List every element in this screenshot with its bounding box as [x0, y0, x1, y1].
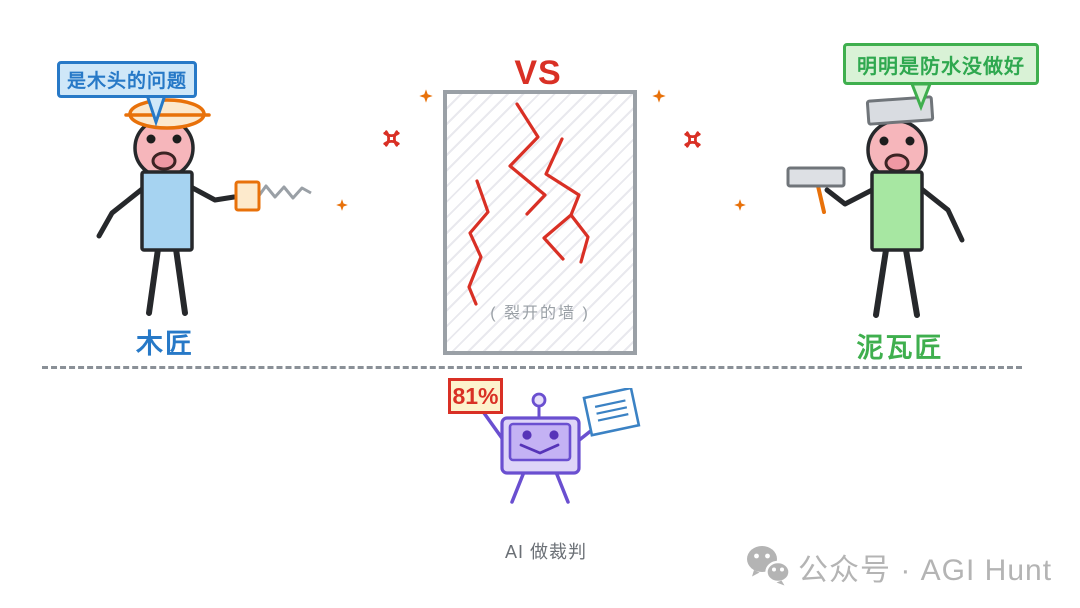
vs-label: VS — [514, 54, 562, 92]
wechat-logo-icon — [747, 546, 791, 586]
saw-handle-icon — [234, 180, 261, 212]
anger-icon — [684, 131, 701, 148]
carpenter-eye — [172, 134, 182, 144]
mason-eye — [879, 136, 889, 146]
anger-icon — [383, 130, 400, 147]
mason-right-arm — [916, 184, 965, 243]
sparkle-icon — [419, 89, 433, 103]
speech-tail — [145, 95, 167, 127]
carpenter-left-arm — [96, 183, 149, 239]
mason-mouth — [884, 153, 910, 173]
robot-antenna-tip — [531, 392, 547, 408]
carpenter-leg — [146, 246, 161, 316]
saw-blade-icon — [256, 184, 312, 200]
robot-mouth — [519, 443, 560, 455]
mason-leg — [903, 247, 920, 318]
carpenter-body — [140, 170, 194, 252]
sparkle-icon — [336, 199, 348, 211]
mason-left-arm — [824, 185, 879, 207]
trowel-handle — [816, 184, 826, 214]
wall-cracks — [467, 102, 590, 306]
carpenter-eye — [146, 134, 156, 144]
sparkle-icon — [734, 199, 746, 211]
dashed-divider — [42, 366, 1022, 369]
brick-cap-icon — [865, 95, 935, 126]
judge-caption: AI 做裁判 — [504, 542, 587, 562]
robot-leg — [554, 470, 570, 504]
mason-figure — [786, 83, 965, 318]
robot-leg — [510, 470, 526, 504]
score-sign: 81% — [448, 378, 503, 414]
crack-line — [467, 179, 490, 306]
robot-eye — [522, 430, 532, 440]
robot-judge-icon — [482, 388, 641, 504]
carpenter-speech-bubble: 是木头的问题 — [57, 61, 197, 98]
wall-caption: ( 裂开的墙 ) — [490, 305, 590, 322]
mason-label: 泥瓦匠 — [856, 333, 944, 363]
robot-eye — [549, 430, 559, 440]
document-icon — [582, 388, 641, 437]
robot-screen — [508, 422, 572, 462]
mason-speech-bubble: 明明是防水没做好 — [843, 43, 1039, 85]
carpenter-leg — [173, 246, 188, 316]
trowel-icon — [786, 166, 846, 188]
carpenter-speech-text: 是木头的问题 — [66, 71, 187, 92]
carpenter-figure — [96, 95, 312, 316]
watermark-text: 公众号 · AGI Hunt — [798, 554, 1053, 587]
mason-body — [870, 170, 924, 252]
mason-speech-text: 明明是防水没做好 — [857, 55, 1025, 78]
crack-line — [569, 213, 590, 264]
crack-line — [542, 137, 581, 261]
carpenter-right-arm — [186, 183, 237, 203]
mason-leg — [873, 247, 889, 318]
score-value: 81% — [452, 382, 499, 409]
cracked-wall: ( 裂开的墙 ) — [443, 90, 637, 355]
sparkle-icon — [652, 89, 666, 103]
carpenter-mouth — [151, 151, 177, 171]
carpenter-label: 木匠 — [136, 329, 194, 359]
mason-eye — [905, 136, 915, 146]
crack-line — [508, 102, 547, 216]
